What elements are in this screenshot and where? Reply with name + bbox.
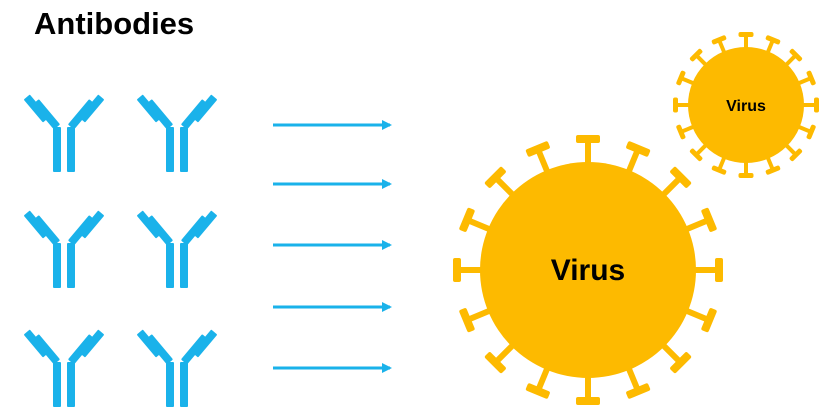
virus-label: Virus: [726, 98, 766, 115]
virus-spike: [453, 258, 486, 282]
antibody-group: [23, 94, 218, 407]
arrow-group: [273, 120, 392, 373]
diagram-title: Antibodies: [34, 6, 195, 41]
antibody-icon: [23, 329, 105, 407]
antibody-icon: [23, 94, 105, 172]
antibody-icon: [136, 329, 218, 407]
virus-spike: [690, 258, 723, 282]
antibody-icon: [136, 210, 218, 288]
virus-spike: [576, 135, 600, 168]
virus-large: Virus: [453, 135, 723, 405]
virus-spike: [576, 372, 600, 405]
antibody-icon: [23, 210, 105, 288]
virus-spike: [738, 158, 754, 178]
antibody-icon: [136, 94, 218, 172]
virus-small: Virus: [673, 32, 819, 178]
virus-body: [480, 162, 696, 378]
virus-spike: [738, 32, 754, 52]
virus-body: [688, 47, 804, 163]
virus-label: Virus: [551, 254, 626, 287]
